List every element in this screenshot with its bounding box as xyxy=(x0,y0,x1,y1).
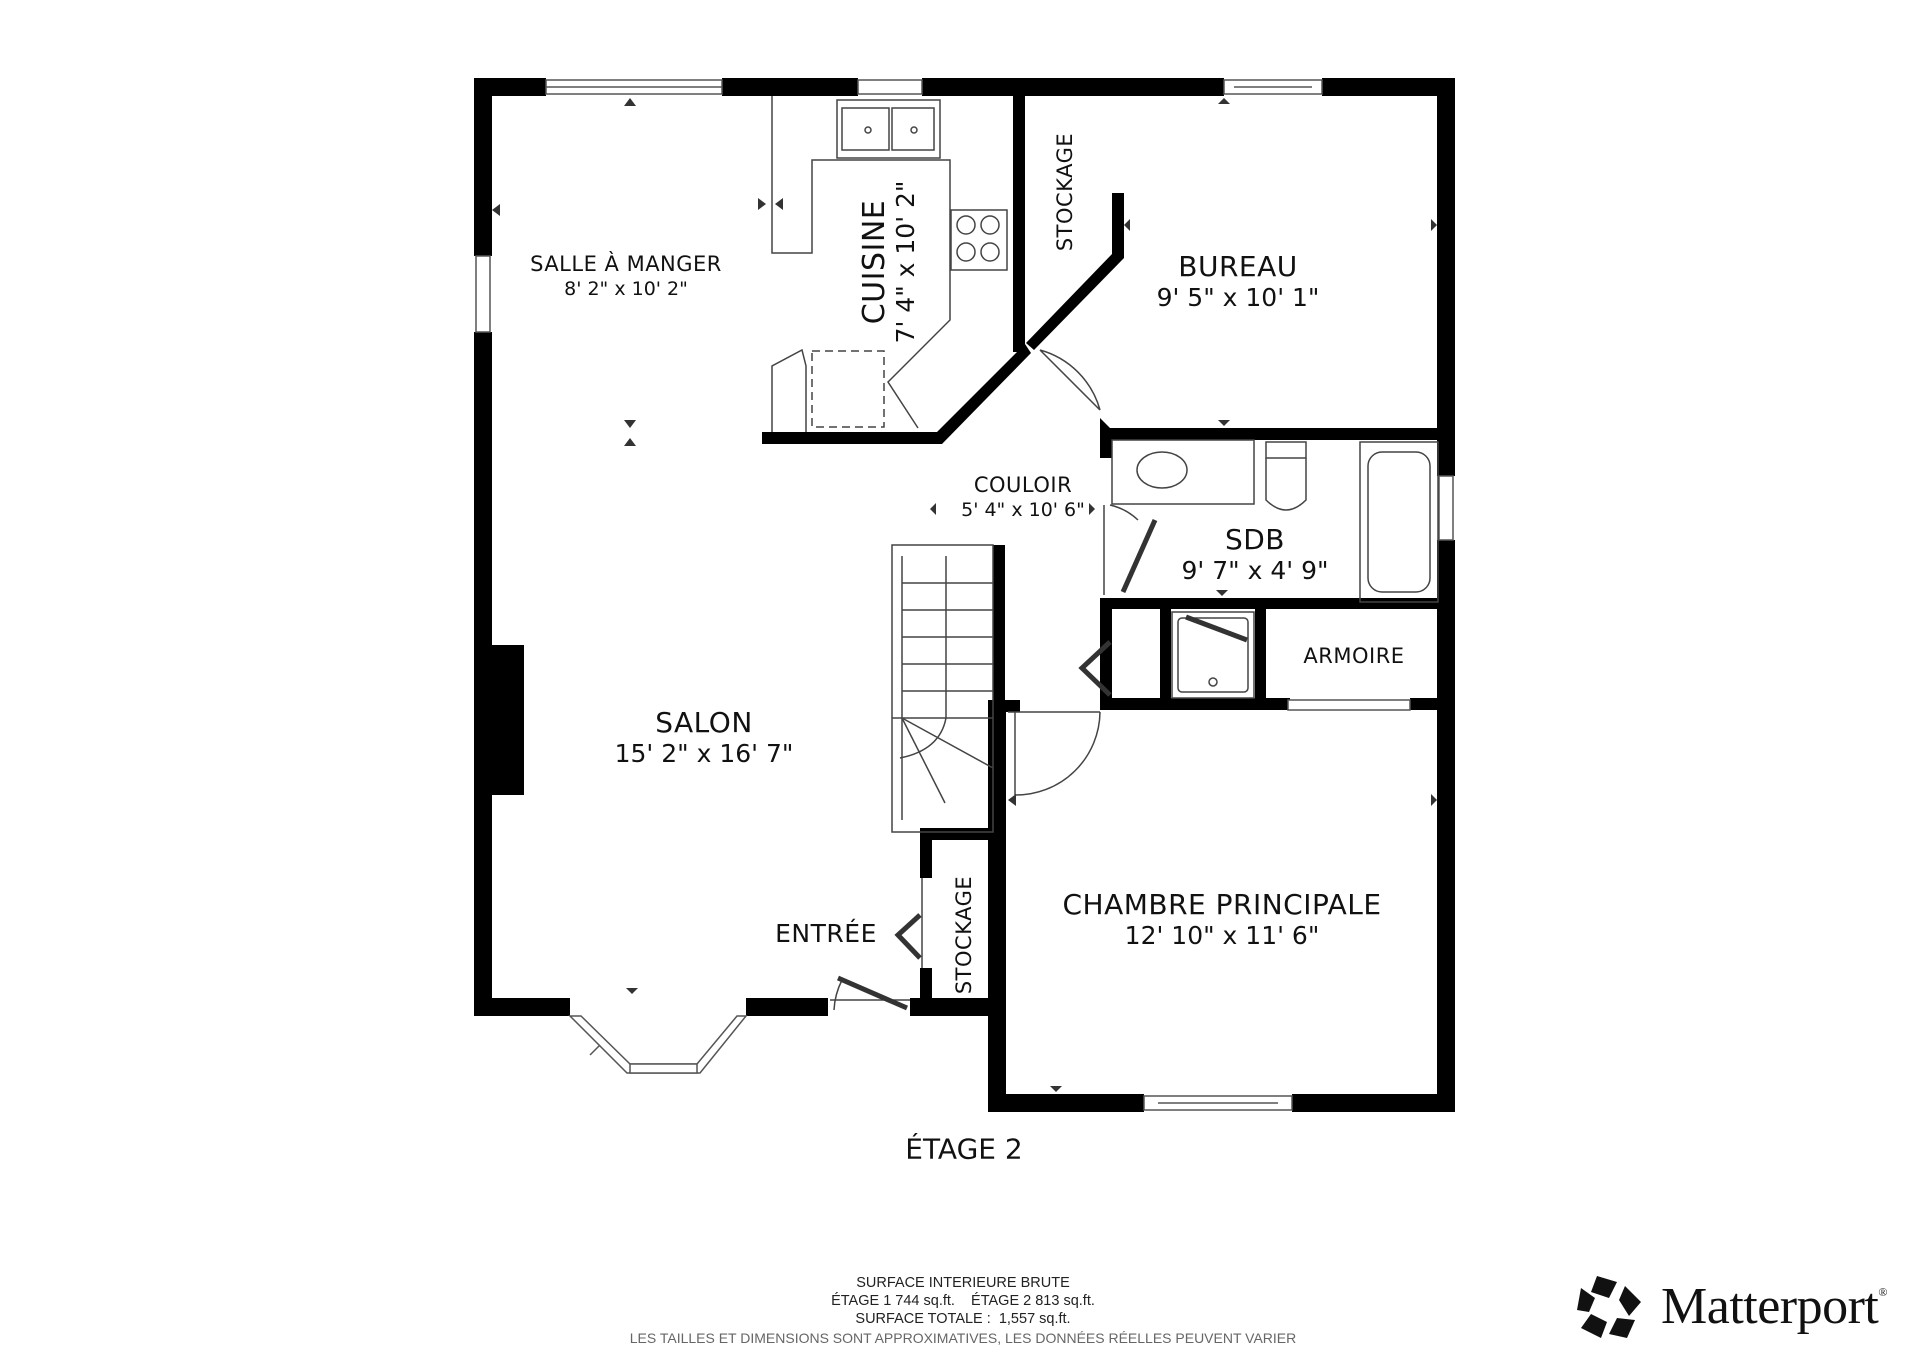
room-dimensions: 7' 4" x 10' 2" xyxy=(891,180,920,344)
room-name: ENTRÉE xyxy=(775,919,877,948)
room-sdb: SDB 9' 7" x 4' 9" xyxy=(1182,524,1329,586)
dimension-markers xyxy=(492,98,1437,1092)
room-name: SDB xyxy=(1224,523,1286,556)
room-name: STOCKAGE xyxy=(1053,132,1077,252)
room-dimensions: 15' 2" x 16' 7" xyxy=(614,739,794,768)
room-name: STOCKAGE xyxy=(952,875,976,995)
room-name: CHAMBRE PRINCIPALE xyxy=(1062,888,1382,921)
room-armoire: ARMOIRE xyxy=(1303,640,1404,672)
room-dimensions: 9' 5" x 10' 1" xyxy=(1156,283,1320,312)
room-name: CUISINE xyxy=(857,199,892,325)
room-dimensions: 9' 7" x 4' 9" xyxy=(1181,556,1329,585)
room-name: COULOIR xyxy=(973,473,1073,497)
room-name: ARMOIRE xyxy=(1303,644,1405,668)
room-name: BUREAU xyxy=(1178,250,1298,283)
room-salle-a-manger: SALLE À MANGER 8' 2" x 10' 2" xyxy=(530,251,722,301)
area-per-floor: ÉTAGE 1 744 sq.ft. ÉTAGE 2 813 sq.ft. xyxy=(831,1293,1095,1309)
brand-name: Matterport® xyxy=(1661,1277,1887,1336)
matterport-logo-icon xyxy=(1577,1276,1641,1338)
fixtures xyxy=(771,96,1439,1011)
area-heading: SURFACE INTERIEURE BRUTE xyxy=(856,1275,1070,1291)
room-chambre-principale: CHAMBRE PRINCIPALE 12' 10" x 11' 6" xyxy=(1062,889,1381,951)
room-dimensions: 5' 4" x 10' 6" xyxy=(961,499,1085,521)
room-dimensions: 8' 2" x 10' 2" xyxy=(564,278,688,300)
room-cuisine: CUISINE 7' 4" x 10' 2" xyxy=(857,180,921,344)
room-salon: SALON 15' 2" x 16' 7" xyxy=(615,707,794,769)
room-bureau: BUREAU 9' 5" x 10' 1" xyxy=(1157,251,1320,313)
room-name: SALLE À MANGER xyxy=(530,252,722,276)
room-entree: ENTRÉE xyxy=(775,918,877,950)
area-total: SURFACE TOTALE : 1,557 sq.ft. xyxy=(855,1311,1071,1327)
room-dimensions: 12' 10" x 11' 6" xyxy=(1124,921,1320,950)
room-name: SALON xyxy=(655,706,753,739)
registered-mark: ® xyxy=(1878,1284,1887,1299)
area-summary: SURFACE INTERIEURE BRUTE ÉTAGE 1 744 sq.… xyxy=(630,1274,1297,1347)
brand-text: Matterport xyxy=(1661,1277,1879,1335)
matterport-logo: Matterport® xyxy=(1575,1272,1887,1340)
door-leaves xyxy=(837,518,1248,1011)
floor-title: ÉTAGE 2 xyxy=(905,1132,1023,1166)
disclaimer: LES TAILLES ET DIMENSIONS SONT APPROXIMA… xyxy=(629,1330,1297,1346)
room-stockage-top: STOCKAGE xyxy=(1049,133,1081,251)
windows xyxy=(475,79,1454,1111)
room-stockage-bottom: STOCKAGE xyxy=(948,876,980,994)
room-couloir: COULOIR 5' 4" x 10' 6" xyxy=(961,472,1085,522)
